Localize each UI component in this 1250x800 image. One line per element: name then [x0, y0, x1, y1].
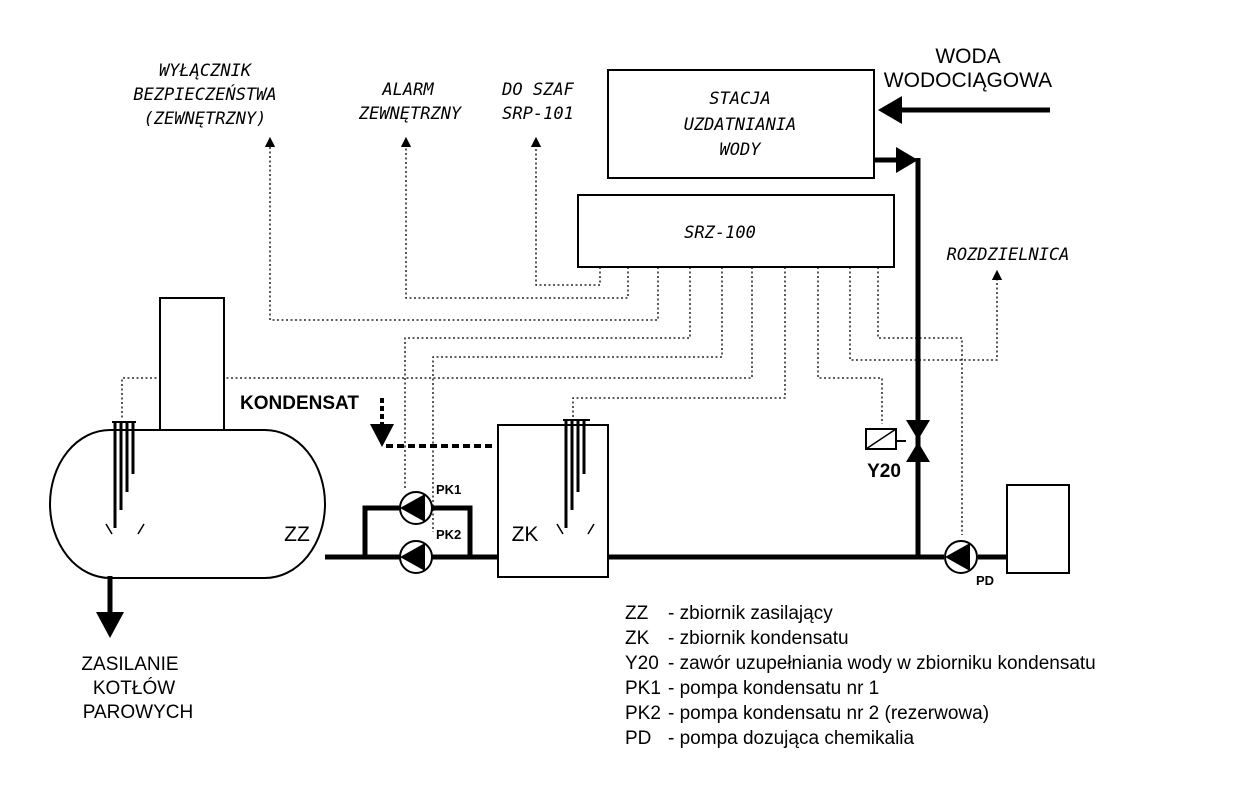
y20-label: Y20	[867, 461, 901, 482]
legend-desc: - pompa kondensatu nr 2 (rezerwowa)	[668, 703, 989, 724]
svg-text:SRP-101: SRP-101	[502, 104, 574, 124]
valve-y20	[865, 420, 930, 462]
pk1-label: PK1	[436, 482, 461, 497]
svg-text:ALARM: ALARM	[381, 80, 434, 100]
svg-text:ZASILANIE: ZASILANIE	[81, 654, 178, 675]
pump-pk2	[399, 540, 433, 574]
svg-text:PAROWYCH: PAROWYCH	[83, 702, 193, 723]
stacja-outlet-arrow	[896, 147, 918, 173]
stacja-label: STACJA UZDATNIANIA WODY	[684, 89, 797, 160]
label-wylacznik: WYŁĄCZNIK BEZPIECZEŃSTWA (ZEWNĘTRZNY)	[133, 61, 276, 129]
legend-desc: - zbiornik kondensatu	[668, 628, 849, 649]
legend-code: Y20	[625, 653, 659, 674]
pump-piping	[325, 505, 498, 560]
legend-code: PK1	[625, 678, 661, 699]
legend-code: ZZ	[625, 603, 649, 624]
legend-code: PD	[625, 728, 651, 749]
water-inlet-arrow	[878, 96, 902, 124]
zz-label: ZZ	[284, 523, 310, 546]
legend-code: PK2	[625, 703, 661, 724]
legend-code: ZK	[625, 628, 650, 649]
svg-text:BEZPIECZEŃSTWA: BEZPIECZEŃSTWA	[133, 83, 276, 105]
label-alarm: ALARM ZEWNĘTRZNY	[358, 80, 463, 124]
legend-desc: - zawór uzupełniania wody w zbiorniku ko…	[668, 653, 1096, 674]
zk-tank	[497, 424, 609, 578]
zasilanie-label: ZASILANIE KOTŁÓW PAROWYCH	[81, 654, 193, 723]
svg-text:WODOCIĄGOWA: WODOCIĄGOWA	[884, 69, 1052, 92]
srz-100-box	[577, 194, 895, 268]
zk-level-probes	[556, 419, 595, 535]
svg-text:STACJA: STACJA	[709, 89, 770, 109]
zk-label: ZK	[512, 523, 539, 546]
svg-text:WODY: WODY	[720, 140, 763, 160]
svg-text:WYŁĄCZNIK: WYŁĄCZNIK	[159, 61, 253, 81]
zz-dome	[159, 297, 225, 434]
svg-text:(ZEWNĘTRZNY): (ZEWNĘTRZNY)	[144, 109, 267, 129]
zz-outlet-arrow	[96, 612, 124, 638]
label-do-szaf: DO SZAF SRP-101	[501, 80, 574, 124]
srz-100-label: SRZ-100	[684, 223, 756, 243]
svg-text:KOTŁÓW: KOTŁÓW	[93, 677, 175, 699]
kondensat-line	[370, 398, 496, 448]
rozdzielnica-label: ROZDZIELNICA	[947, 245, 1070, 265]
legend: ZZ - zbiornik zasilający ZK - zbiornik k…	[625, 603, 1096, 749]
zz-tank	[49, 429, 326, 579]
signal-lines	[121, 136, 1003, 535]
svg-text:DO SZAF: DO SZAF	[501, 80, 574, 100]
pk2-label: PK2	[436, 527, 461, 542]
svg-text:UZDATNIANIA: UZDATNIANIA	[684, 115, 797, 135]
pd-label: PD	[976, 573, 994, 588]
pump-pk1	[399, 491, 433, 525]
svg-text:WODA: WODA	[935, 45, 1000, 68]
woda-label: WODA WODOCIĄGOWA	[884, 45, 1052, 92]
legend-desc: - pompa kondensatu nr 1	[668, 678, 879, 699]
legend-desc: - pompa dozująca chemikalia	[668, 728, 915, 749]
pd-chemical-tank	[1006, 484, 1070, 574]
stacja-uzdatniania-box	[607, 69, 875, 179]
zz-level-probes	[105, 421, 145, 535]
svg-text:ZEWNĘTRZNY: ZEWNĘTRZNY	[358, 104, 463, 124]
legend-desc: - zbiornik zasilający	[668, 603, 833, 624]
pump-pd	[944, 540, 978, 574]
kondensat-label: KONDENSAT	[240, 393, 359, 414]
